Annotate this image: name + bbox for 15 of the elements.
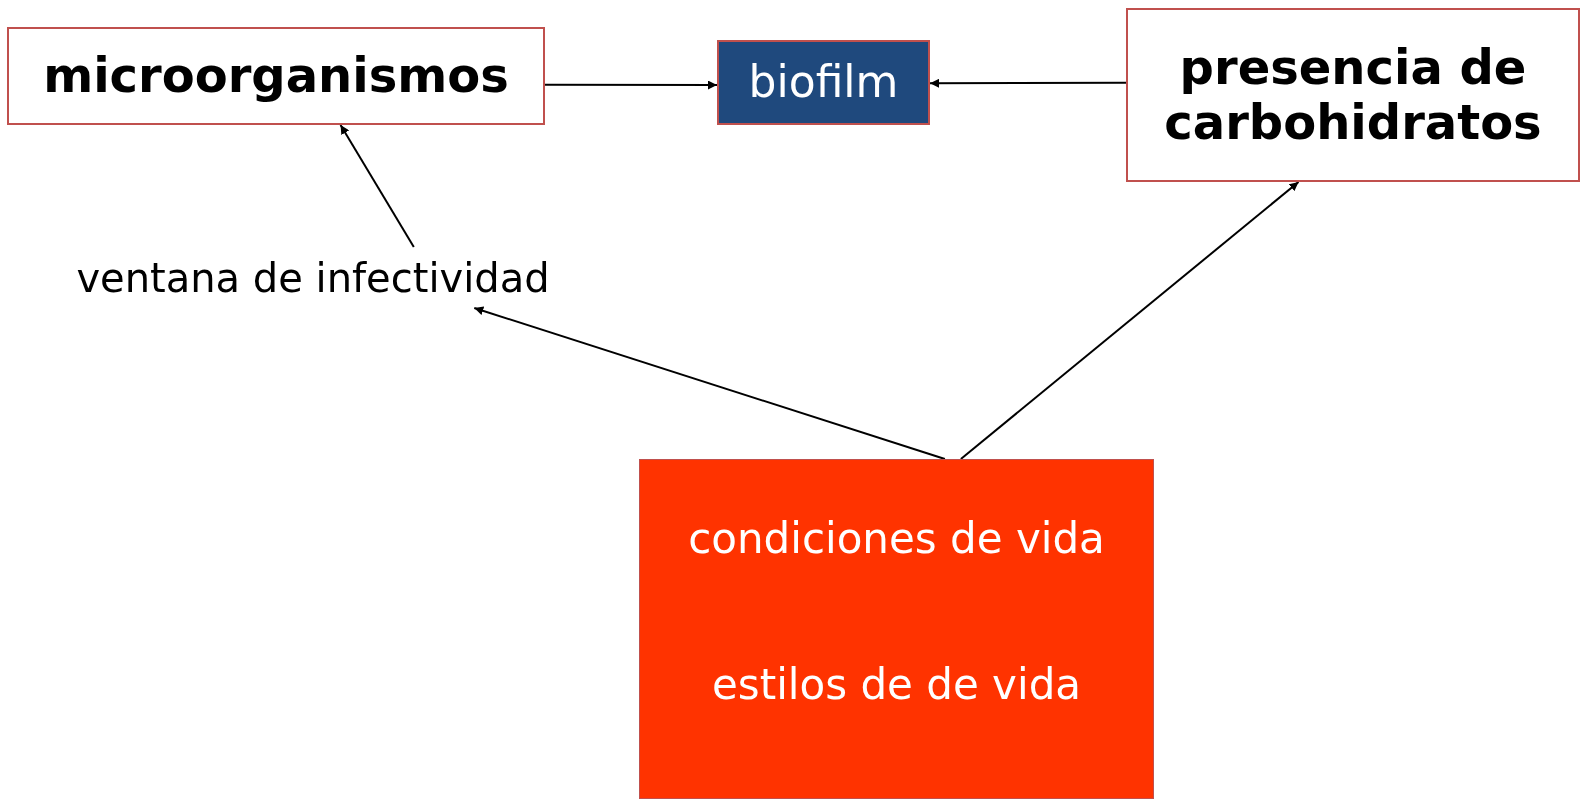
process-box: [7, 27, 545, 125]
arrow: [929, 78, 1127, 88]
process-box: [717, 40, 930, 125]
node-label: presencia de carbohidratos: [1163, 39, 1543, 151]
node-label: condiciones de vida: [688, 514, 1105, 564]
node-label: estilos de de vida: [711, 660, 1082, 710]
node-label: biofilm: [748, 57, 899, 108]
arrow: [544, 80, 718, 90]
arrow: [473, 306, 946, 460]
node-label: ventana de infectividad: [76, 254, 550, 301]
node-label: microorganismos: [43, 48, 509, 104]
arrow: [959, 181, 1300, 460]
process-box: [639, 459, 1154, 799]
arrow: [339, 124, 415, 248]
process-box: [1126, 8, 1580, 182]
